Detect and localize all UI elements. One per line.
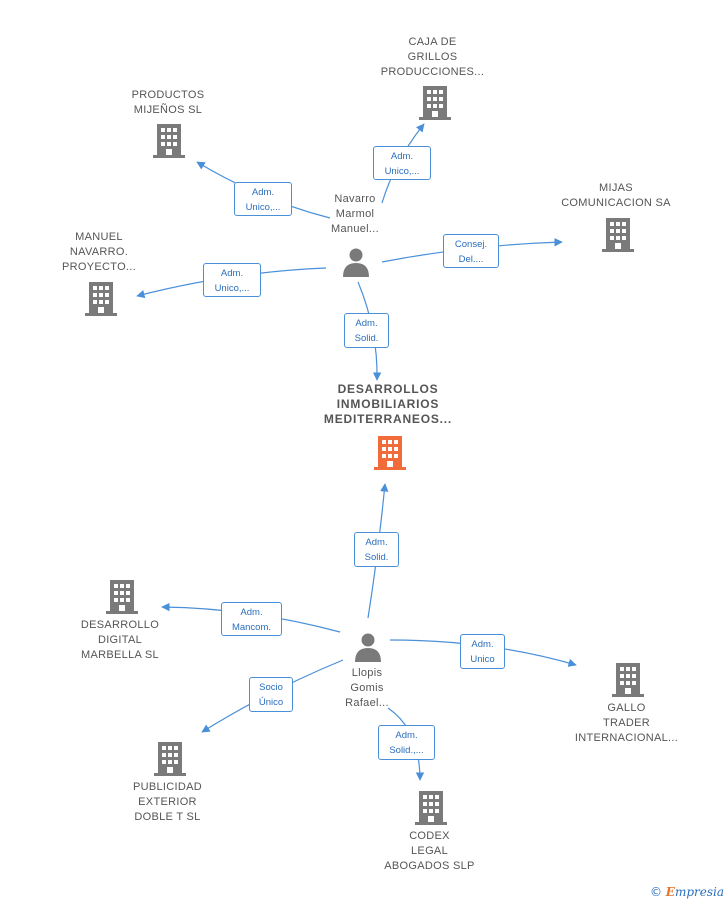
empresia-logo: © Empresia (649, 885, 724, 899)
company-name-main[interactable]: DESARROLLOS INMOBILIARIOS MEDITERRANEOS.… (323, 382, 453, 426)
person-icon-llopis[interactable] (353, 632, 383, 667)
role-badge-navarro-manuel[interactable]: Adm. Unico,... (203, 263, 261, 297)
building-icon-productos[interactable] (153, 122, 185, 163)
building-icon-caja[interactable] (419, 84, 451, 125)
company-name-productos[interactable]: PRODUCTOS MIJEÑOS SL (131, 89, 205, 116)
role-badge-llopis-publicidad[interactable]: Socio Único (249, 677, 293, 712)
building-icon-digital[interactable] (106, 578, 138, 619)
role-badge-llopis-main[interactable]: Adm. Solid. (354, 532, 399, 567)
role-badge-navarro-caja[interactable]: Adm. Unico,... (373, 146, 431, 180)
company-name-publicidad[interactable]: PUBLICIDAD EXTERIOR DOBLE T SL (132, 781, 203, 823)
company-name-caja[interactable]: CAJA DE GRILLOS PRODUCCIONES... (380, 36, 485, 78)
company-name-manuel[interactable]: MANUEL NAVARRO. PROYECTO... (62, 231, 136, 273)
building-icon-codex[interactable] (415, 789, 447, 830)
building-icon-publicidad[interactable] (154, 740, 186, 781)
building-icon-main[interactable] (374, 434, 406, 475)
role-badge-llopis-digital[interactable]: Adm. Mancom. (221, 602, 282, 636)
building-icon-manuel[interactable] (85, 280, 117, 321)
building-icon-mijas[interactable] (602, 216, 634, 257)
role-badge-llopis-codex[interactable]: Adm. Solid.,... (378, 725, 435, 760)
company-name-mijas[interactable]: MIJAS COMUNICACION SA (561, 182, 671, 209)
company-name-codex[interactable]: CODEX LEGAL ABOGADOS SLP (384, 830, 475, 872)
person-name-llopis[interactable]: Llopis Gomis Rafael... (345, 667, 389, 709)
role-badge-navarro-mijas[interactable]: Consej. Del.... (443, 234, 499, 268)
company-name-digital[interactable]: DESARROLLO DIGITAL MARBELLA SL (80, 619, 160, 661)
company-name-gallo[interactable]: GALLO TRADER INTERNACIONAL... (574, 702, 679, 744)
person-icon-navarro[interactable] (341, 247, 371, 282)
person-name-navarro[interactable]: Navarro Marmol Manuel... (331, 193, 379, 235)
role-badge-navarro-main[interactable]: Adm. Solid. (344, 313, 389, 348)
role-badge-navarro-productos[interactable]: Adm. Unico,... (234, 182, 292, 216)
building-icon-gallo[interactable] (612, 661, 644, 702)
role-badge-llopis-gallo[interactable]: Adm. Unico (460, 634, 505, 669)
